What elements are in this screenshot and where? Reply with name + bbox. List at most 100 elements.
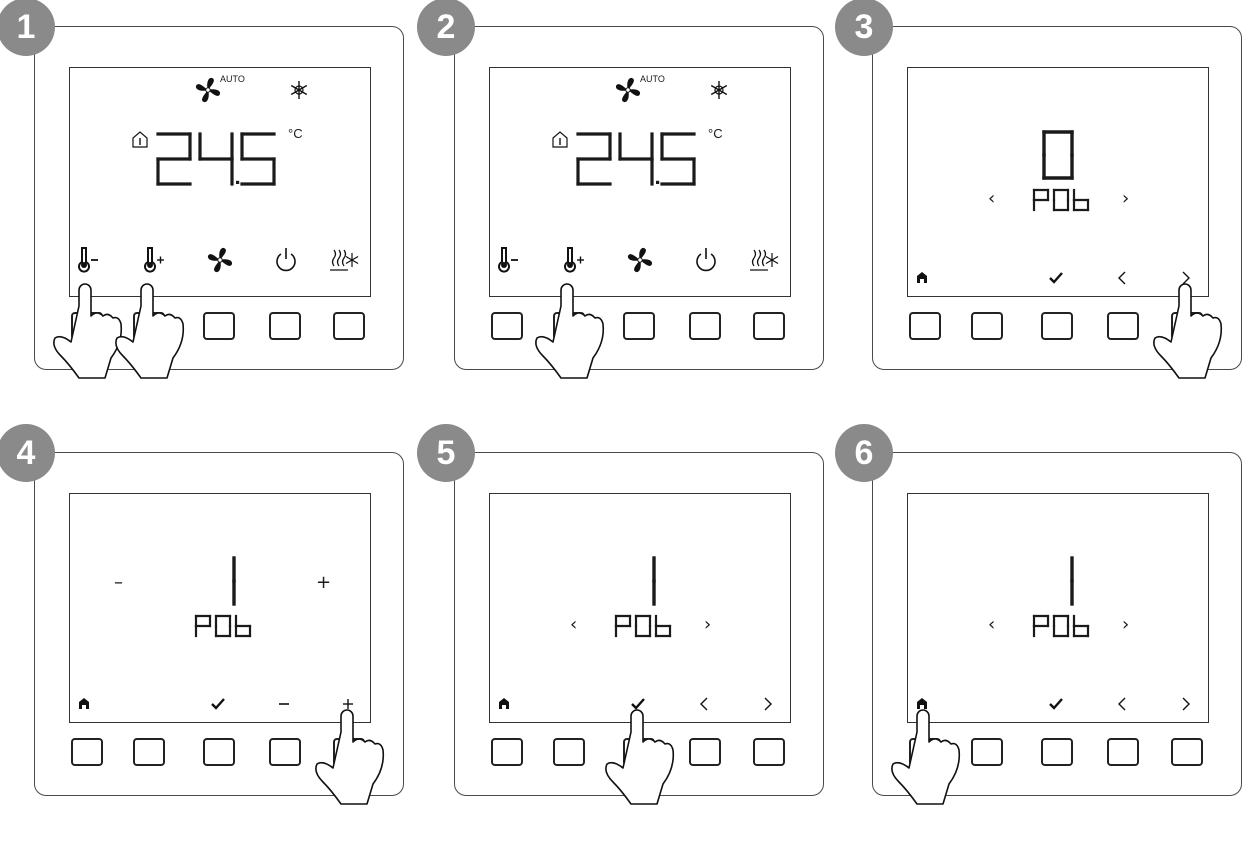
hardware-button-1[interactable] xyxy=(491,738,523,766)
softkey-home-icon xyxy=(917,698,927,709)
thermostat-housing: AUTO °C xyxy=(454,26,824,370)
parameter-code-readout xyxy=(194,614,252,638)
softkey-thermometer-plus-icon xyxy=(144,247,164,273)
softkey-check-icon xyxy=(1049,698,1063,710)
lcd-screen: –+ xyxy=(69,493,371,723)
softkey-right-icon xyxy=(764,697,772,711)
side-right-indicator: › xyxy=(1122,188,1130,209)
hardware-button-3[interactable] xyxy=(623,312,655,340)
hardware-button-2[interactable] xyxy=(553,738,585,766)
thermostat-housing: ‹› xyxy=(872,26,1242,370)
temperature-unit: °C xyxy=(288,126,303,141)
decimal-point xyxy=(236,180,240,184)
step-number-badge: 6 xyxy=(835,424,893,482)
softkey-power-icon xyxy=(276,248,296,272)
step-6-panel: 6‹› xyxy=(835,424,1243,826)
step-number-badge: 4 xyxy=(0,424,55,482)
step-number-badge: 2 xyxy=(417,0,475,56)
lcd-content xyxy=(79,556,353,710)
hardware-button-5[interactable] xyxy=(333,312,365,340)
indoor-house-icon xyxy=(552,131,568,148)
hardware-button-4[interactable] xyxy=(1107,738,1139,766)
lcd-screen: ‹› xyxy=(907,67,1209,297)
hardware-button-5[interactable] xyxy=(1171,312,1203,340)
indoor-house-icon xyxy=(132,131,148,148)
softkey-fan-icon xyxy=(207,247,233,273)
lcd-content xyxy=(917,130,1190,285)
parameter-code-readout xyxy=(614,614,672,638)
softkey-power-icon xyxy=(696,248,716,272)
hardware-button-5[interactable] xyxy=(753,312,785,340)
hardware-button-3[interactable] xyxy=(203,312,235,340)
hardware-button-1[interactable] xyxy=(909,738,941,766)
hardware-button-2[interactable] xyxy=(133,312,165,340)
side-right-indicator: › xyxy=(1122,614,1130,635)
softkey-heat-cool-icon xyxy=(330,249,359,271)
hardware-button-1[interactable] xyxy=(909,312,941,340)
softkey-left-icon xyxy=(700,697,708,711)
hardware-button-1[interactable] xyxy=(491,312,523,340)
step-4-panel: 4–+ xyxy=(0,424,405,826)
softkey-thermometer-plus-icon xyxy=(564,247,584,273)
hardware-button-4[interactable] xyxy=(269,738,301,766)
temperature-readout xyxy=(576,132,696,186)
temperature-readout xyxy=(156,132,276,186)
softkey-thermometer-minus-icon xyxy=(78,247,98,273)
hardware-button-5[interactable] xyxy=(753,738,785,766)
hardware-button-4[interactable] xyxy=(689,738,721,766)
lcd-content xyxy=(499,556,772,711)
hardware-button-2[interactable] xyxy=(553,312,585,340)
softkey-heat-cool-icon xyxy=(750,249,779,271)
hardware-button-1[interactable] xyxy=(71,738,103,766)
snowflake-icon xyxy=(710,81,728,99)
hardware-button-3[interactable] xyxy=(1041,312,1073,340)
softkey-right-icon xyxy=(1182,271,1190,285)
softkey-fan-icon xyxy=(627,247,653,273)
step-5-panel: 5‹› xyxy=(417,424,825,826)
softkey-check-icon xyxy=(1049,272,1063,284)
lcd-content xyxy=(917,556,1190,711)
hardware-button-2[interactable] xyxy=(971,738,1003,766)
thermostat-housing: ‹› xyxy=(872,452,1242,796)
parameter-code-readout xyxy=(1032,614,1090,638)
side-left-indicator: ‹ xyxy=(570,614,578,635)
softkey-left-icon xyxy=(1118,271,1126,285)
softkey-plus-icon xyxy=(343,699,353,709)
hardware-button-5[interactable] xyxy=(1171,738,1203,766)
hardware-button-1[interactable] xyxy=(71,312,103,340)
hardware-button-3[interactable] xyxy=(623,738,655,766)
side-minus-indicator: – xyxy=(114,572,123,593)
hardware-button-2[interactable] xyxy=(971,312,1003,340)
temperature-unit: °C xyxy=(708,126,723,141)
thermostat-housing: ‹› xyxy=(454,452,824,796)
hardware-button-2[interactable] xyxy=(133,738,165,766)
lcd-content xyxy=(498,77,779,273)
side-left-indicator: ‹ xyxy=(988,188,996,209)
hardware-button-4[interactable] xyxy=(1107,312,1139,340)
hardware-button-4[interactable] xyxy=(689,312,721,340)
thermostat-housing: AUTO °C xyxy=(34,26,404,370)
step-number-badge: 5 xyxy=(417,424,475,482)
softkey-check-icon xyxy=(211,698,225,710)
parameter-code-readout xyxy=(1032,188,1090,212)
softkey-home-icon xyxy=(917,272,927,283)
lcd-screen: ‹› xyxy=(489,493,791,723)
hardware-button-4[interactable] xyxy=(269,312,301,340)
side-right-indicator: › xyxy=(704,614,712,635)
fan-mode-label: AUTO xyxy=(220,74,245,84)
lcd-content xyxy=(78,77,359,273)
softkey-thermometer-minus-icon xyxy=(498,247,518,273)
thermostat-housing: –+ xyxy=(34,452,404,796)
hardware-button-3[interactable] xyxy=(203,738,235,766)
softkey-right-icon xyxy=(1182,697,1190,711)
hardware-button-3[interactable] xyxy=(1041,738,1073,766)
softkey-check-icon xyxy=(631,698,645,710)
softkey-left-icon xyxy=(1118,697,1126,711)
decimal-point xyxy=(656,180,660,184)
fan-mode-label: AUTO xyxy=(640,74,665,84)
step-number-badge: 1 xyxy=(0,0,55,56)
softkey-home-icon xyxy=(79,698,89,709)
hardware-button-5[interactable] xyxy=(333,738,365,766)
